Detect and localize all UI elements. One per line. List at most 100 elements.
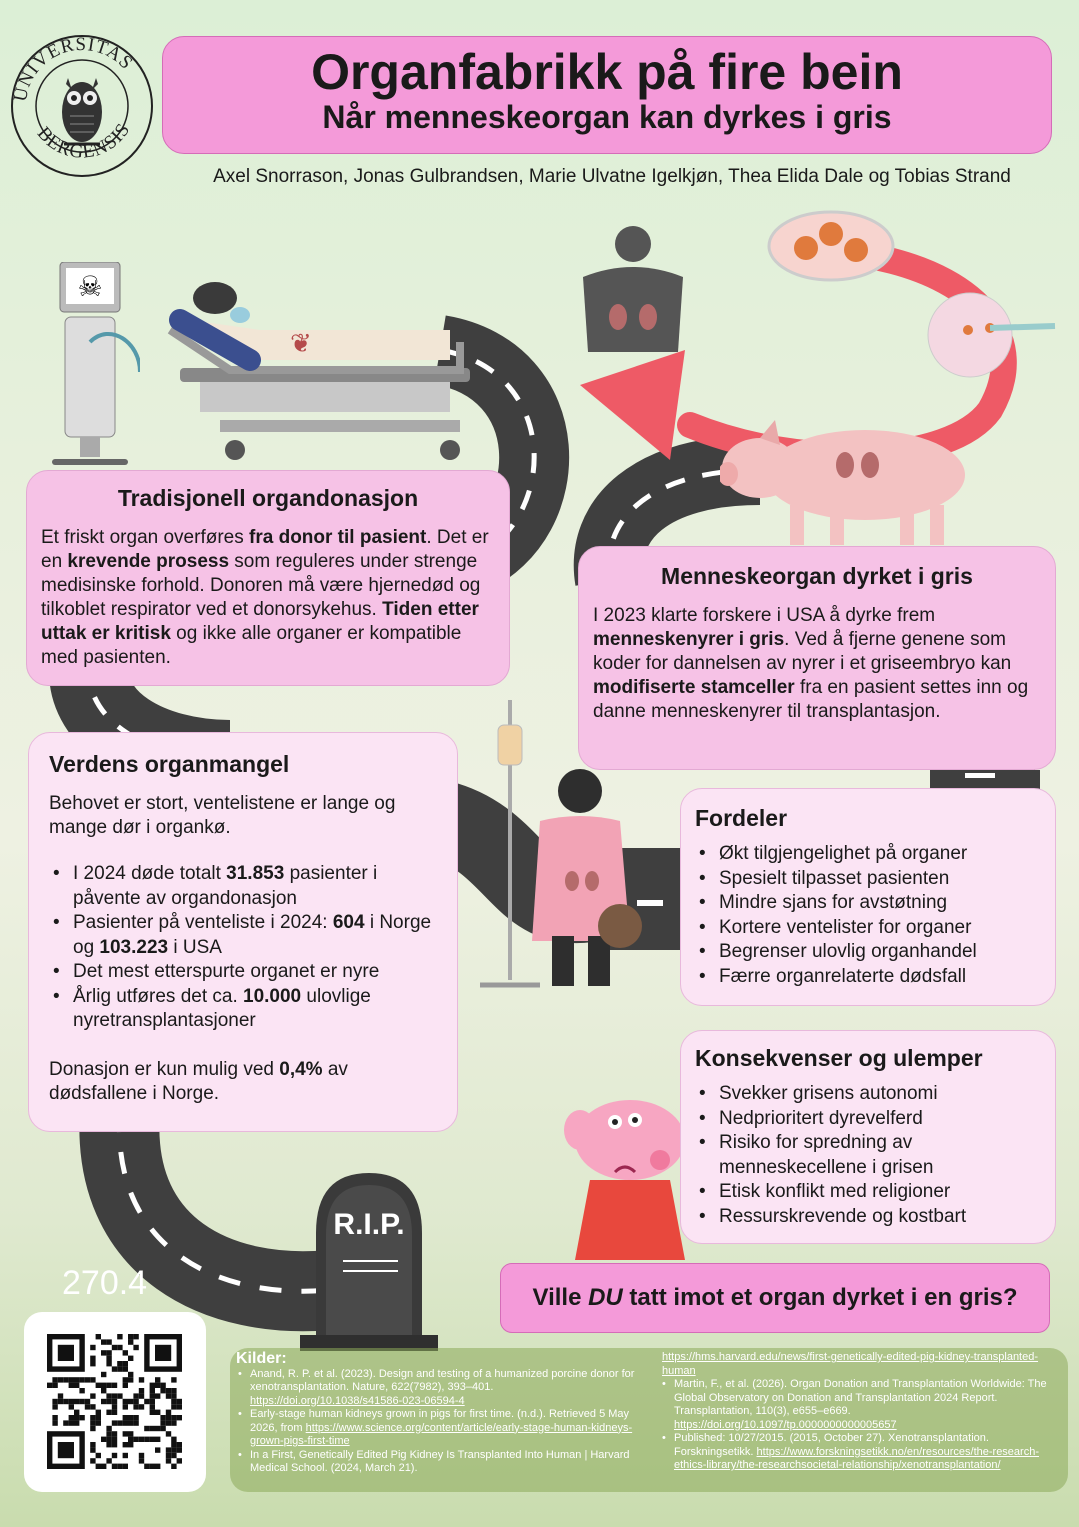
text-run: og ikke alle organer er kompatible med p…	[41, 623, 462, 668]
title-banner: Organfabrikk på fire bein Når menneskeor…	[162, 36, 1052, 154]
question-text: Ville DU tatt imot et organ dyrket i en …	[532, 1284, 1018, 1311]
source-link[interactable]: https://hms.harvard.edu/news/first-genet…	[662, 1351, 1039, 1377]
emphasis-text: modifiserte stamceller	[593, 677, 795, 698]
source-link[interactable]: https://www.forskningsetikk.no/en/resour…	[674, 1445, 1039, 1472]
list-item: Etisk konflikt med religioner	[695, 1180, 1041, 1205]
shortage-intro: Behovet er stort, ventelistene er lange …	[49, 793, 396, 838]
text-run: pasienter i påvente av organdonasjon	[73, 863, 378, 909]
svg-text:☠: ☠	[77, 270, 102, 303]
list-item: I 2024 døde totalt 31.853 pasienter i på…	[49, 862, 437, 911]
emphasis-text: 604	[332, 912, 365, 933]
petri-dish-illustration	[767, 210, 895, 282]
list-item: Begrenser ulovlig organhandel	[695, 940, 1041, 965]
list-item: Årlig utføres det ca. 10.000 ulovlige ny…	[49, 985, 437, 1034]
sources-right: https://hms.harvard.edu/news/first-genet…	[660, 1351, 1055, 1473]
list-item: Det mest etterspurte organet er nyre	[49, 960, 437, 985]
text-run: Det mest etterspurte organet er nyre	[73, 961, 380, 982]
text-run: Et friskt organ overføres	[41, 527, 250, 548]
emphasis-text: menneskenyrer i gris	[593, 629, 785, 650]
source-item: In a First, Genetically Edited Pig Kidne…	[236, 1449, 646, 1476]
list-item: Færre organrelaterte dødsfall	[695, 965, 1041, 990]
hospital-bed-illustration: ❦	[167, 282, 470, 460]
source-text: Martin, F., et al. (2026). Organ Donatio…	[674, 1378, 1047, 1417]
list-item: Nedprioritert dyrevelferd	[695, 1107, 1041, 1132]
source-text: Early-stage human kidneys grown in pigs …	[250, 1408, 630, 1434]
sources-left: Kilder: Anand, R. P. et al. (2023). Desi…	[236, 1350, 646, 1476]
drawbacks-section: Konsekvenser og ulemper Svekker grisens …	[680, 1030, 1056, 1244]
source-item: Published: 10/27/2015. (2015, October 27…	[660, 1432, 1055, 1473]
owl-seal-icon: UNIVERSITAS BERGENSIS	[10, 34, 153, 177]
source-link[interactable]: https://doi.org/10.1097/tp.0000000000005…	[674, 1418, 897, 1431]
list-item: Ressurskrevende og kostbart	[695, 1205, 1041, 1230]
text-run: Pasienter på venteliste i 2024:	[73, 912, 333, 933]
emphasis-text: 31.853	[226, 863, 285, 884]
shortage-footer: Donasjon er kun mulig ved 0,4% av dødsfa…	[49, 1058, 437, 1106]
traditional-donation-section: Tradisjonell organdonasjon Et friskt org…	[26, 470, 510, 686]
kidney-icon: ❦	[290, 329, 312, 359]
emphasis-text: Tiden etter uttak er kritisk	[41, 599, 479, 644]
patient-child-illustration	[532, 769, 642, 986]
qr-code[interactable]	[24, 1312, 206, 1492]
source-link[interactable]: https://doi.org/10.1038/s41586-023-06594…	[250, 1394, 465, 1407]
list-item: Kortere ventelister for organer	[695, 916, 1041, 941]
pig-illustration	[720, 420, 965, 545]
emphasis-text: fra donor til pasient	[249, 527, 427, 548]
tombstone-text: R.I.P.	[333, 1208, 405, 1241]
section-text: Et friskt organ overføres fra donor til …	[41, 526, 495, 670]
source-item: Martin, F., et al. (2026). Organ Donatio…	[660, 1378, 1055, 1432]
emphasis-text: 0,4%	[279, 1058, 323, 1080]
text-run: . Ved å fjerne genene som koder for dann…	[593, 629, 1012, 674]
embryo-injection-illustration	[927, 292, 1056, 378]
author-list: Axel Snorrason, Jonas Gulbrandsen, Marie…	[213, 166, 1011, 187]
sources-left-list: Anand, R. P. et al. (2023). Design and t…	[236, 1368, 646, 1476]
source-text: In a First, Genetically Edited Pig Kidne…	[250, 1448, 630, 1475]
list-item: Økt tilgjengelighet på organer	[695, 842, 1041, 867]
drawbacks-list: Svekker grisens autonomiNedprioritert dy…	[695, 1082, 1041, 1229]
text-run: I 2024 døde totalt	[73, 863, 227, 884]
text-run: I 2023 klarte forskere i USA å dyrke fre…	[593, 605, 936, 626]
human-torso-illustration	[583, 226, 683, 352]
emphasis-text: krevende prosess	[67, 551, 230, 572]
sources-title: Kilder:	[236, 1350, 287, 1367]
emphasis-text: 10.000	[243, 985, 302, 1007]
section-text: I 2023 klarte forskere i USA å dyrke fre…	[593, 604, 1041, 724]
source-link[interactable]: https://www.science.org/content/article/…	[250, 1421, 633, 1448]
shortage-bullet-list: I 2024 døde totalt 31.853 pasienter i på…	[49, 862, 437, 1034]
peppa-pig-illustration	[564, 1100, 685, 1260]
university-logo: UNIVERSITAS BERGENSIS	[8, 32, 156, 180]
text-run: Årlig utføres det ca.	[73, 985, 244, 1007]
text-run: . Det er en	[41, 527, 489, 572]
list-item: Risiko for spredning av menneskecellene …	[695, 1131, 1041, 1180]
source-text: Anand, R. P. et al. (2023). Design and t…	[250, 1367, 635, 1394]
section-title: Verdens organmangel	[49, 751, 290, 777]
list-item: Pasienter på venteliste i 2024: 604 i No…	[49, 911, 437, 960]
list-item: Mindre sjans for avstøtning	[695, 891, 1041, 916]
section-title: Tradisjonell organdonasjon	[117, 485, 419, 511]
benefits-section: Fordeler Økt tilgjengelighet på organerS…	[680, 788, 1056, 1006]
source-text: Published: 10/27/2015. (2015, October 27…	[674, 1432, 989, 1458]
ventilator-illustration: ☠	[52, 262, 140, 465]
organ-shortage-section: Verdens organmangel Behovet er stort, ve…	[28, 732, 458, 1132]
text-run: Donasjon er kun mulig ved	[49, 1058, 280, 1080]
text-run: av dødsfallene i Norge.	[49, 1058, 348, 1104]
section-title: Menneskeorgan dyrket i gris	[661, 563, 973, 589]
sources-right-list: Martin, F., et al. (2026). Organ Donatio…	[660, 1378, 1055, 1473]
poster-number: 270.4	[62, 1264, 148, 1302]
page-title: Organfabrikk på fire bein	[311, 44, 903, 100]
benefits-list: Økt tilgjengelighet på organerSpesielt t…	[695, 842, 1041, 989]
page-subtitle: Når menneskeorgan kan dyrkes i gris	[322, 99, 892, 135]
section-title: Fordeler	[695, 805, 788, 831]
source-item: Anand, R. P. et al. (2023). Design and t…	[236, 1368, 646, 1409]
text-run: fra en pasient settes inn og danne menne…	[593, 677, 1029, 722]
list-item: Svekker grisens autonomi	[695, 1082, 1041, 1107]
question-banner: Ville DU tatt imot et organ dyrket i en …	[500, 1263, 1050, 1333]
source-item: Early-stage human kidneys grown in pigs …	[236, 1408, 646, 1449]
iv-stand-illustration	[480, 700, 540, 988]
section-title: Konsekvenser og ulemper	[695, 1045, 983, 1071]
text-run: ulovlige nyretransplantasjoner	[73, 985, 371, 1032]
text-run: i Norge og	[73, 912, 432, 958]
pig-grown-organ-section: Menneskeorgan dyrket i gris I 2023 klart…	[578, 546, 1056, 770]
text-run: som reguleres under strenge medisinske f…	[41, 551, 481, 620]
emphasis-text: 103.223	[99, 936, 169, 958]
tombstone-illustration	[300, 1173, 438, 1351]
